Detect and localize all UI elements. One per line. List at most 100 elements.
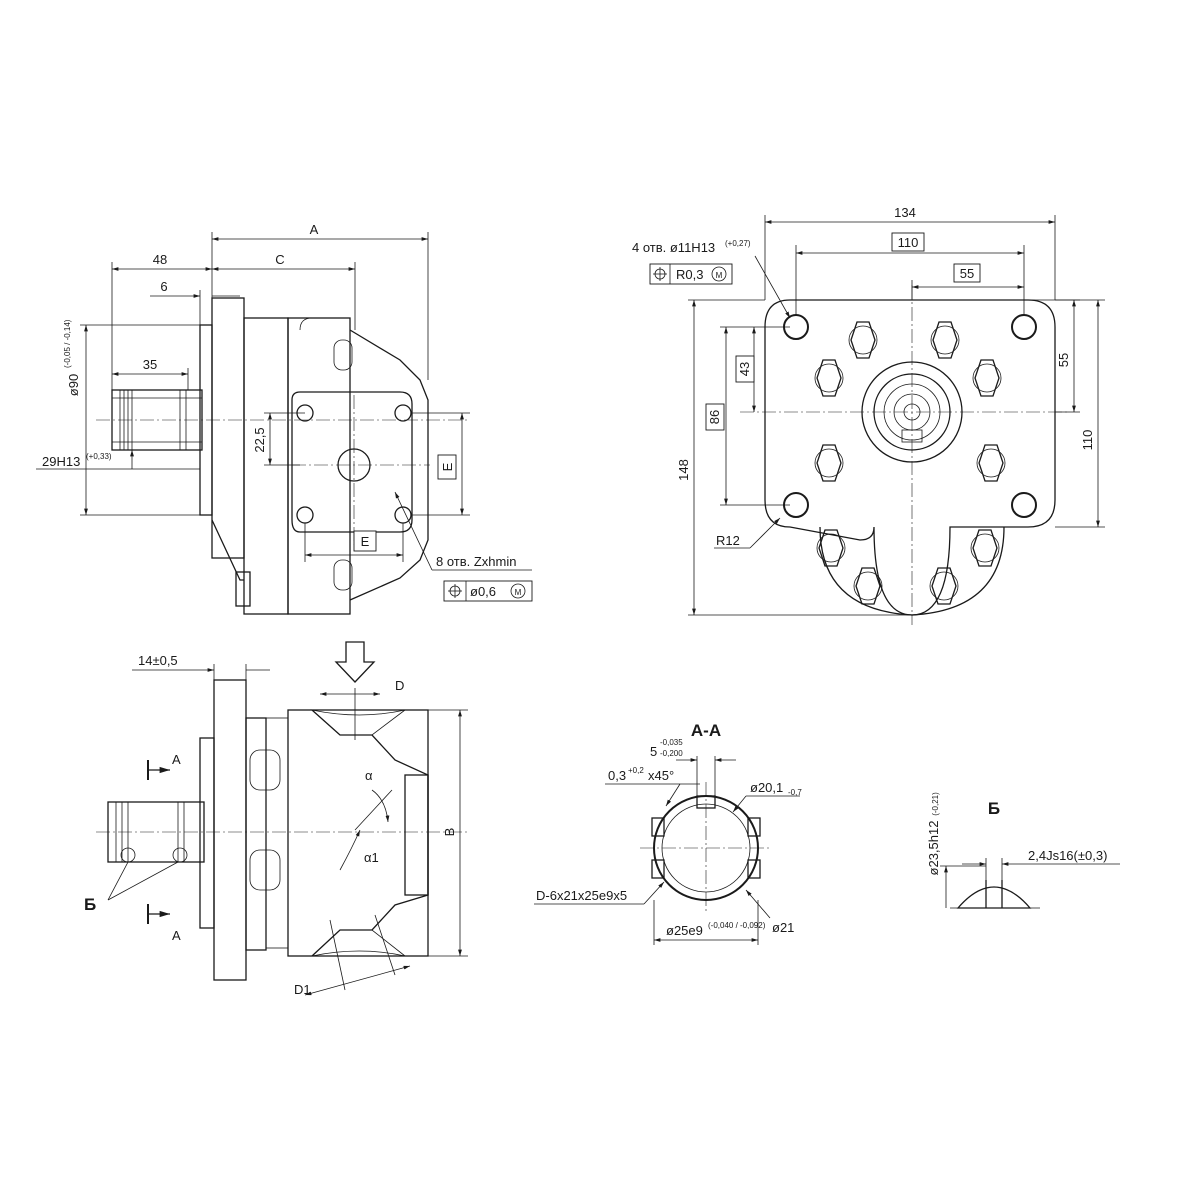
dim-d90-tol: (-0,05 / -0,14) (63, 319, 72, 368)
dim-55-right-label: 55 (1056, 353, 1071, 367)
aa-d25-tol: (-0,040 / -0,092) (708, 921, 766, 930)
dimension-R12: R12 (714, 517, 781, 549)
detail-dim-d23: ø23,5h12 (-0,21) (926, 792, 986, 908)
dimension-C: C (212, 252, 356, 330)
dimension-E-vertical: E (412, 412, 470, 516)
aa-spline-label: D-6x21x25e9x5 (536, 888, 627, 903)
dim-6-label: 6 (160, 279, 167, 294)
section-aa: A-A 5 -0,035 -0,200 0,3 +0,2 (534, 721, 802, 945)
angle-alpha: α (354, 768, 393, 831)
holes-4-pos-tol: R0,3 (676, 267, 703, 282)
dim-29h13-label: 29H13 (42, 454, 80, 469)
dim-E-h-label: E (361, 534, 370, 549)
section-flange (199, 679, 267, 981)
holes-4-mod: M (716, 271, 723, 280)
dim-22-5-label: 22,5 (252, 427, 267, 452)
aa-dim-d20: ø20,1 -0,7 (732, 780, 802, 813)
dimension-D: D (320, 678, 404, 740)
dimension-d90: ø90 (-0,05 / -0,14) (63, 319, 200, 516)
dim-29h13-tol: (+0,33) (86, 452, 112, 461)
dimension-55-right: 55 (1024, 299, 1080, 413)
side-flange (199, 297, 245, 581)
aa-dim-d21: ø21 (745, 889, 794, 935)
dimension-29h13: 29H13 (+0,33) (36, 450, 200, 470)
holes-note-8: 8 отв. Zxhmin ø0,6 M (394, 491, 533, 602)
dim-43-label: 43 (737, 362, 752, 376)
flow-arrow-icon (334, 641, 376, 683)
detail-b: Б ø23,5h12 (-0,21) 2,4Js16(±0,3) (926, 792, 1120, 909)
dim-D1-label: D1 (294, 982, 311, 997)
front-mounting-holes (783, 314, 1037, 518)
detail-24-label: 2,4Js16(±0,3) (1028, 848, 1107, 863)
dim-B-label: B (442, 828, 457, 837)
aa-dim-5-label: 5 (650, 744, 657, 759)
holes-note-4: 4 отв. ø11H13 (+0,27) R0,3 M (632, 239, 791, 319)
holes-8-label: 8 отв. Zxhmin (436, 554, 517, 569)
alpha1-label: α1 (364, 850, 379, 865)
cut-marker-bottom: A (147, 904, 181, 943)
aa-chamfer: 0,3 +0,2 x45° (605, 766, 700, 807)
side-body (235, 317, 429, 615)
aa-dim-5-tol-up: -0,035 (660, 738, 683, 747)
dim-110-right-label: 110 (1080, 430, 1095, 451)
aa-chamfer-angle: x45° (648, 768, 674, 783)
cut-A-bottom-label: A (172, 928, 181, 943)
dimension-110-top: 110 (795, 232, 1025, 315)
detail-b-title: Б (988, 799, 1000, 818)
front-bolts (814, 321, 1006, 605)
dim-C-label: C (275, 252, 284, 267)
aa-chamfer-tol: +0,2 (628, 766, 644, 775)
dimension-48: 48 (111, 252, 212, 390)
dimension-A: A (211, 222, 429, 380)
dim-E-v-label: E (440, 462, 455, 471)
dimension-6: 6 (150, 279, 240, 325)
dim-D-label: D (395, 678, 404, 693)
alpha-label: α (365, 768, 373, 783)
dimension-E-horizontal: E (304, 523, 404, 562)
dimension-148: 148 (676, 299, 912, 616)
dimension-22-5: 22,5 (252, 412, 305, 466)
dim-86-label: 86 (707, 410, 722, 424)
section-body (249, 709, 429, 957)
holes-4-tol: (+0,27) (725, 239, 751, 248)
dimension-43: 43 (735, 327, 756, 412)
dimension-B: B (428, 709, 468, 957)
cut-A-top-label: A (172, 752, 181, 767)
dimension-35: 35 (112, 357, 189, 390)
aa-title: A-A (691, 721, 721, 740)
dim-R12-label: R12 (716, 533, 740, 548)
detail-b-shape (950, 880, 1040, 909)
cut-marker-top: A (147, 752, 181, 780)
detail-dim-24: 2,4Js16(±0,3) (962, 848, 1120, 880)
angle-alpha1: α1 (339, 829, 379, 871)
aa-dim-5: 5 -0,035 -0,200 (650, 738, 736, 796)
holes-8-tol: ø0,6 (470, 584, 496, 599)
dimension-55-top: 55 (911, 263, 1024, 300)
dim-A-label: A (310, 222, 319, 237)
aa-dim-5-tol-dn: -0,200 (660, 749, 683, 758)
aa-d20-tol: -0,7 (788, 788, 802, 797)
holes-8-mod: M (515, 588, 522, 597)
aa-chamfer-label: 0,3 (608, 768, 626, 783)
dim-14-label: 14±0,5 (138, 653, 178, 668)
front-housing (764, 299, 1056, 616)
section-view: 14±0,5 D B D1 α α1 (84, 641, 470, 997)
dim-d90-label: ø90 (66, 374, 81, 396)
detail-mark-label: Б (84, 895, 96, 914)
aa-d20-label: ø20,1 (750, 780, 783, 795)
holes-4-label: 4 отв. ø11H13 (632, 240, 715, 255)
dim-110-top-label: 110 (898, 235, 919, 250)
front-view: 134 110 55 4 отв. ø11H13 (+0,27) R (632, 205, 1105, 625)
dim-55-top-label: 55 (960, 266, 974, 281)
dimension-134: 134 (764, 205, 1056, 300)
dimension-D1: D1 (294, 914, 411, 997)
detail-d23-label: ø23,5h12 (926, 821, 941, 876)
aa-d21-label: ø21 (772, 920, 794, 935)
dim-148-label: 148 (676, 459, 691, 481)
dim-35-label: 35 (143, 357, 157, 372)
dim-48-label: 48 (153, 252, 167, 267)
aa-dim-d25: ø25e9 (-0,040 / -0,092) (653, 900, 766, 945)
aa-d25-label: ø25e9 (666, 923, 703, 938)
dimension-14: 14±0,5 (132, 653, 270, 680)
